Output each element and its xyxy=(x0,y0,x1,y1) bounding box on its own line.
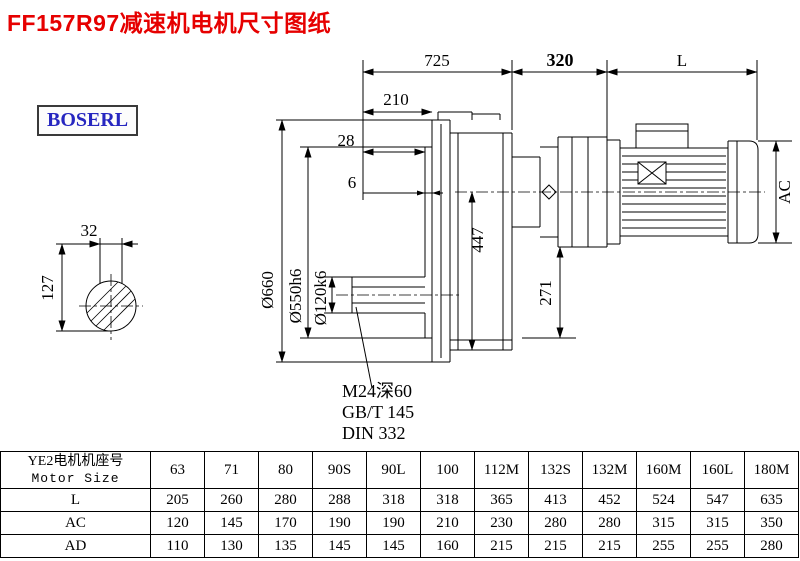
table-cell: 255 xyxy=(690,534,745,558)
table-cell: 205 xyxy=(150,488,205,512)
boserl-logo: BOSERL xyxy=(37,105,139,136)
table-cell: 365 xyxy=(474,488,529,512)
column-header: 160M xyxy=(636,451,691,489)
table-cell: 280 xyxy=(582,511,637,535)
table-cell: 260 xyxy=(204,488,259,512)
table-cell: 120 xyxy=(150,511,205,535)
table-cell: 318 xyxy=(420,488,475,512)
table-cell: 145 xyxy=(312,534,367,558)
dim-6-arrows xyxy=(417,190,440,196)
table-cell: 318 xyxy=(366,488,421,512)
dim-L-label: L xyxy=(677,51,687,70)
header-en: Motor Size xyxy=(31,471,120,486)
note-din: DIN 332 xyxy=(342,423,406,443)
table-cell: 210 xyxy=(420,511,475,535)
dim-550-label: Ø550h6 xyxy=(286,269,305,324)
table-cell: 190 xyxy=(312,511,367,535)
column-header: 160L xyxy=(690,451,745,489)
row-label: L xyxy=(0,488,151,512)
dim-120-label: Ø120k6 xyxy=(311,271,330,326)
table-cell: 635 xyxy=(744,488,799,512)
table-cell: 190 xyxy=(366,511,421,535)
table-cell: 130 xyxy=(204,534,259,558)
table-cell: 280 xyxy=(528,511,583,535)
table-cell: 215 xyxy=(528,534,583,558)
table-cell: 413 xyxy=(528,488,583,512)
column-header: 71 xyxy=(204,451,259,489)
note-gbt: GB/T 145 xyxy=(342,402,414,422)
table-cell: 255 xyxy=(636,534,691,558)
terminal-box xyxy=(635,123,689,149)
dim-28-label: 28 xyxy=(338,131,355,150)
table-cell: 145 xyxy=(366,534,421,558)
column-header: 100 xyxy=(420,451,475,489)
table-cell: 230 xyxy=(474,511,529,535)
table-cell: 215 xyxy=(474,534,529,558)
header-cn: YE2电机机座号 xyxy=(27,454,124,469)
column-header: 90S xyxy=(312,451,367,489)
table-cell: 288 xyxy=(312,488,367,512)
gearbox-side-view xyxy=(276,60,792,389)
dim-210-label: 210 xyxy=(383,90,409,109)
dim-127-label: 127 xyxy=(38,275,57,301)
column-header: 132S xyxy=(528,451,583,489)
technical-drawing: 725 320 L 210 28 6 Ø660 Ø550h6 Ø120k6 44… xyxy=(38,50,794,443)
table-corner-cell: YE2电机机座号 Motor Size xyxy=(0,451,151,489)
dim-447-label: 447 xyxy=(468,227,487,253)
table-cell: 315 xyxy=(636,511,691,535)
note-m24: M24深60 xyxy=(342,381,412,401)
shaft-end-view xyxy=(56,238,143,340)
column-header: 80 xyxy=(258,451,313,489)
column-header: 180M xyxy=(744,451,799,489)
column-header: 90L xyxy=(366,451,421,489)
table-cell: 280 xyxy=(258,488,313,512)
table-cell: 135 xyxy=(258,534,313,558)
table-cell: 110 xyxy=(150,534,205,558)
table-cell: 215 xyxy=(582,534,637,558)
row-label: AC xyxy=(0,511,151,535)
column-header: 112M xyxy=(474,451,529,489)
table-cell: 280 xyxy=(744,534,799,558)
dim-AC-label: AC xyxy=(775,180,794,204)
table-cell: 170 xyxy=(258,511,313,535)
table-cell: 350 xyxy=(744,511,799,535)
motor xyxy=(455,123,765,245)
table-cell: 524 xyxy=(636,488,691,512)
table-cell: 315 xyxy=(690,511,745,535)
table-cell: 452 xyxy=(582,488,637,512)
dim-32-label: 32 xyxy=(81,221,98,240)
dim-320-label: 320 xyxy=(547,50,574,70)
dim-725-label: 725 xyxy=(424,51,450,70)
page-title: FF157R97减速机电机尺寸图纸 xyxy=(7,10,332,36)
dim-6-label: 6 xyxy=(348,173,357,192)
table-cell: 547 xyxy=(690,488,745,512)
column-header: 63 xyxy=(150,451,205,489)
table-cell: 160 xyxy=(420,534,475,558)
dim-660-label: Ø660 xyxy=(258,271,277,309)
row-label: AD xyxy=(0,534,151,558)
table-cell: 145 xyxy=(204,511,259,535)
column-header: 132M xyxy=(582,451,637,489)
dim-271-label: 271 xyxy=(536,280,555,306)
